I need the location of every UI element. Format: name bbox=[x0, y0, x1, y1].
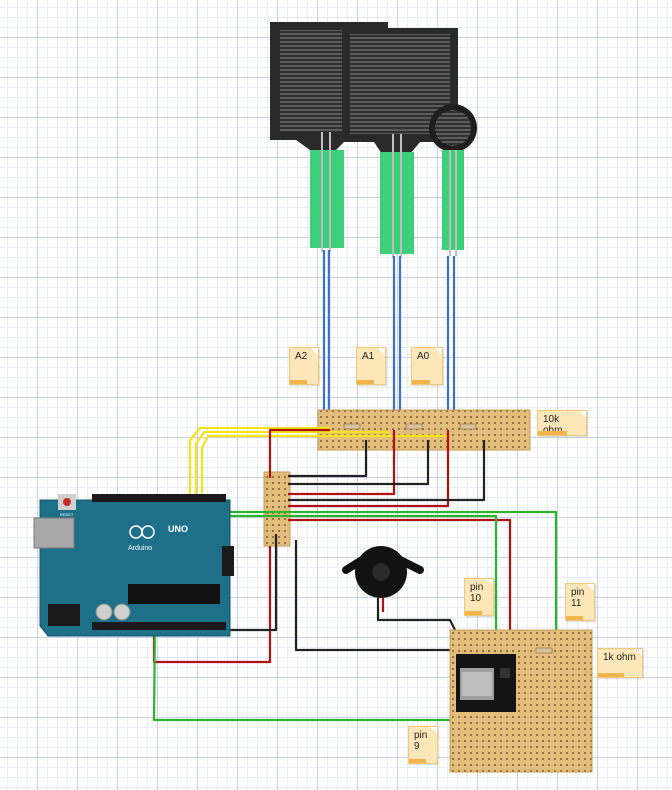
note-10k-ohm: 10k ohm bbox=[537, 410, 587, 436]
stripboard-lower[interactable] bbox=[449, 629, 593, 773]
note-a2: A2 bbox=[289, 347, 319, 385]
arduino-uno[interactable]: Arduino UNO RESET bbox=[33, 494, 234, 637]
note-pin-11: pin 11 bbox=[565, 583, 595, 621]
note-pin-9: pin 9 bbox=[408, 726, 438, 764]
reset-label: RESET bbox=[60, 512, 74, 517]
reset-button[interactable] bbox=[63, 498, 71, 506]
mp3-player-module[interactable] bbox=[456, 654, 516, 712]
note-1k-ohm: 1k ohm bbox=[597, 648, 643, 678]
red-wires bbox=[152, 428, 512, 664]
arduino-model: UNO bbox=[168, 524, 188, 534]
note-pin-10: pin 10 bbox=[464, 578, 494, 616]
note-a1: A1 bbox=[356, 347, 386, 385]
stripboard-small[interactable] bbox=[263, 471, 291, 547]
resistor-10k bbox=[343, 423, 477, 430]
sensor-wires bbox=[322, 250, 456, 422]
note-a0: A0 bbox=[411, 347, 443, 385]
arduino-brand: Arduino bbox=[128, 545, 152, 552]
resistor-1k bbox=[535, 647, 553, 654]
fsr-sensor-a0[interactable] bbox=[429, 104, 477, 256]
piezo-buzzer[interactable] bbox=[342, 546, 424, 598]
arduino-logo bbox=[129, 525, 155, 539]
stripboard-upper[interactable] bbox=[317, 409, 531, 451]
